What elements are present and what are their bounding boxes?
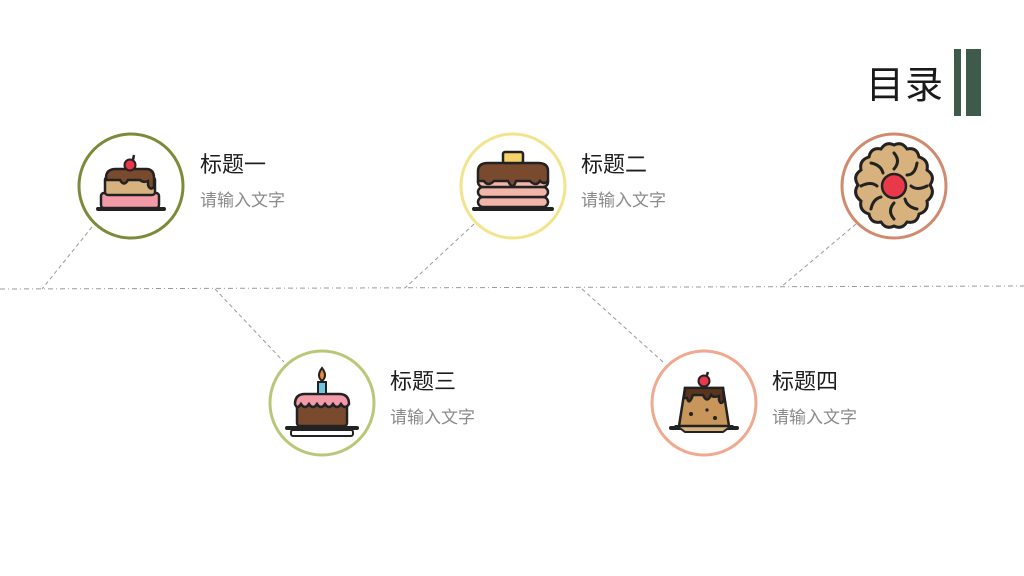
pancake-stack-icon	[459, 132, 567, 240]
connector-5	[780, 223, 857, 288]
pudding-icon	[650, 349, 758, 457]
birthday-cake-icon	[268, 349, 376, 457]
cookie-icon	[840, 132, 948, 240]
item-2-title: 标题二	[581, 153, 648, 178]
title-accent-bar-thin	[954, 49, 961, 116]
item-1-subtitle: 请输入文字	[200, 191, 285, 211]
item-4-subtitle: 请输入文字	[772, 408, 857, 428]
item-4-title: 标题四	[772, 370, 839, 395]
page-title: 目录	[866, 63, 945, 107]
item-3-subtitle: 请输入文字	[390, 408, 475, 428]
item-2-subtitle: 请输入文字	[581, 191, 666, 211]
connector-2	[404, 223, 475, 289]
title-accent-bar-thick	[966, 49, 981, 116]
connector-3	[214, 288, 285, 363]
connector-1	[41, 226, 93, 290]
item-3-title: 标题三	[390, 370, 457, 395]
timeline-axis	[0, 285, 1024, 290]
item-1-title: 标题一	[200, 153, 267, 178]
layer-cake-icon	[77, 132, 185, 240]
